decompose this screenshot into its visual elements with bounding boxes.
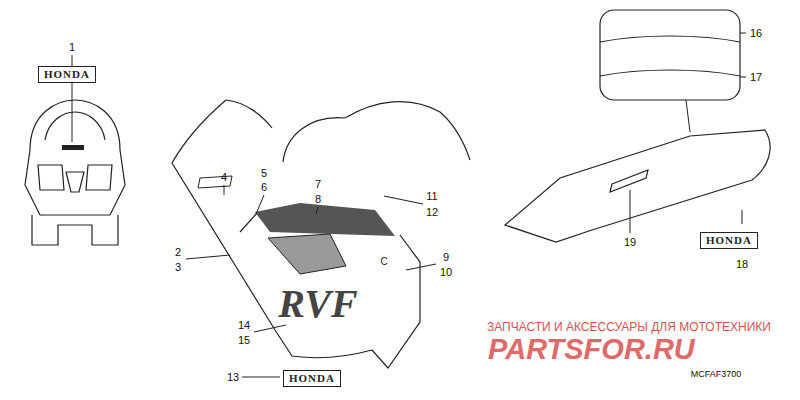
leader-line [186,255,230,259]
callout-number: 7 [315,179,321,190]
leader-line [630,190,631,233]
callout-number: 18 [736,259,748,270]
diagram-code: MCFAF3700 [691,370,742,379]
leader-line [242,377,280,378]
callout-number: 1 [69,42,75,53]
leader-line [224,185,225,195]
leader-line [316,207,318,214]
seat-seam [600,70,740,76]
callout-number: 13 [227,372,239,383]
callout-number: 9 [443,252,449,263]
fairing-top [226,100,272,128]
leader-line [742,210,743,224]
leader-line [406,264,436,270]
mark-letter: C [380,257,387,267]
front-fairing [25,100,125,245]
fairing-outline [25,100,125,215]
decal-text: HONDA [289,372,335,384]
callout-number: 4 [221,172,227,183]
callout-number: 8 [315,194,321,205]
callout-number: 17 [750,72,762,83]
side-stripe [268,234,346,274]
side-fairing [172,100,470,368]
callout-number: 15 [238,335,250,346]
decal-box: HONDA [700,232,758,249]
emblem-mark [62,145,84,150]
seat-seam [600,36,740,42]
decal-text: HONDA [706,234,752,246]
callout-number: 3 [175,262,181,273]
fairing-outline [172,100,420,368]
callout-number: 12 [426,207,438,218]
decal-text: HONDA [44,68,90,80]
leader-line [256,195,264,214]
panel-line [240,212,258,232]
leader-line [254,325,286,332]
windscreen [45,112,105,140]
watermark: ЗАПЧАСТИ И АКСЕССУАРЫ ДЛЯ МОТОТЕХНИКИ [487,321,771,333]
decal-box: HONDA [283,370,341,387]
callout-number: 5 [261,168,267,179]
fuel-tank [283,102,470,162]
cowl-outline [505,130,770,242]
leader-line [384,196,423,204]
callout-number: 14 [238,320,250,331]
callout-number: 2 [175,247,181,258]
callout-number: 10 [440,267,452,278]
callout-number: 11 [426,191,437,202]
lower-fairing [32,215,118,245]
tank-stripe [255,203,395,236]
air-intake [66,172,84,192]
callout-number: 16 [750,28,762,39]
leader-line [740,77,746,78]
watermark: PARTSFOR.RU [488,335,695,364]
headlight [86,165,112,190]
small-logo-decal [610,170,648,192]
decal-box: HONDA [38,66,96,83]
callout-number: 6 [261,182,267,193]
headlight [38,165,64,190]
leader-line [686,100,690,132]
tail-cowl [505,10,770,242]
callout-number: 19 [624,237,636,248]
leader-line [740,33,746,34]
seat-pad [600,10,740,100]
model-logo: RVF [278,284,357,324]
